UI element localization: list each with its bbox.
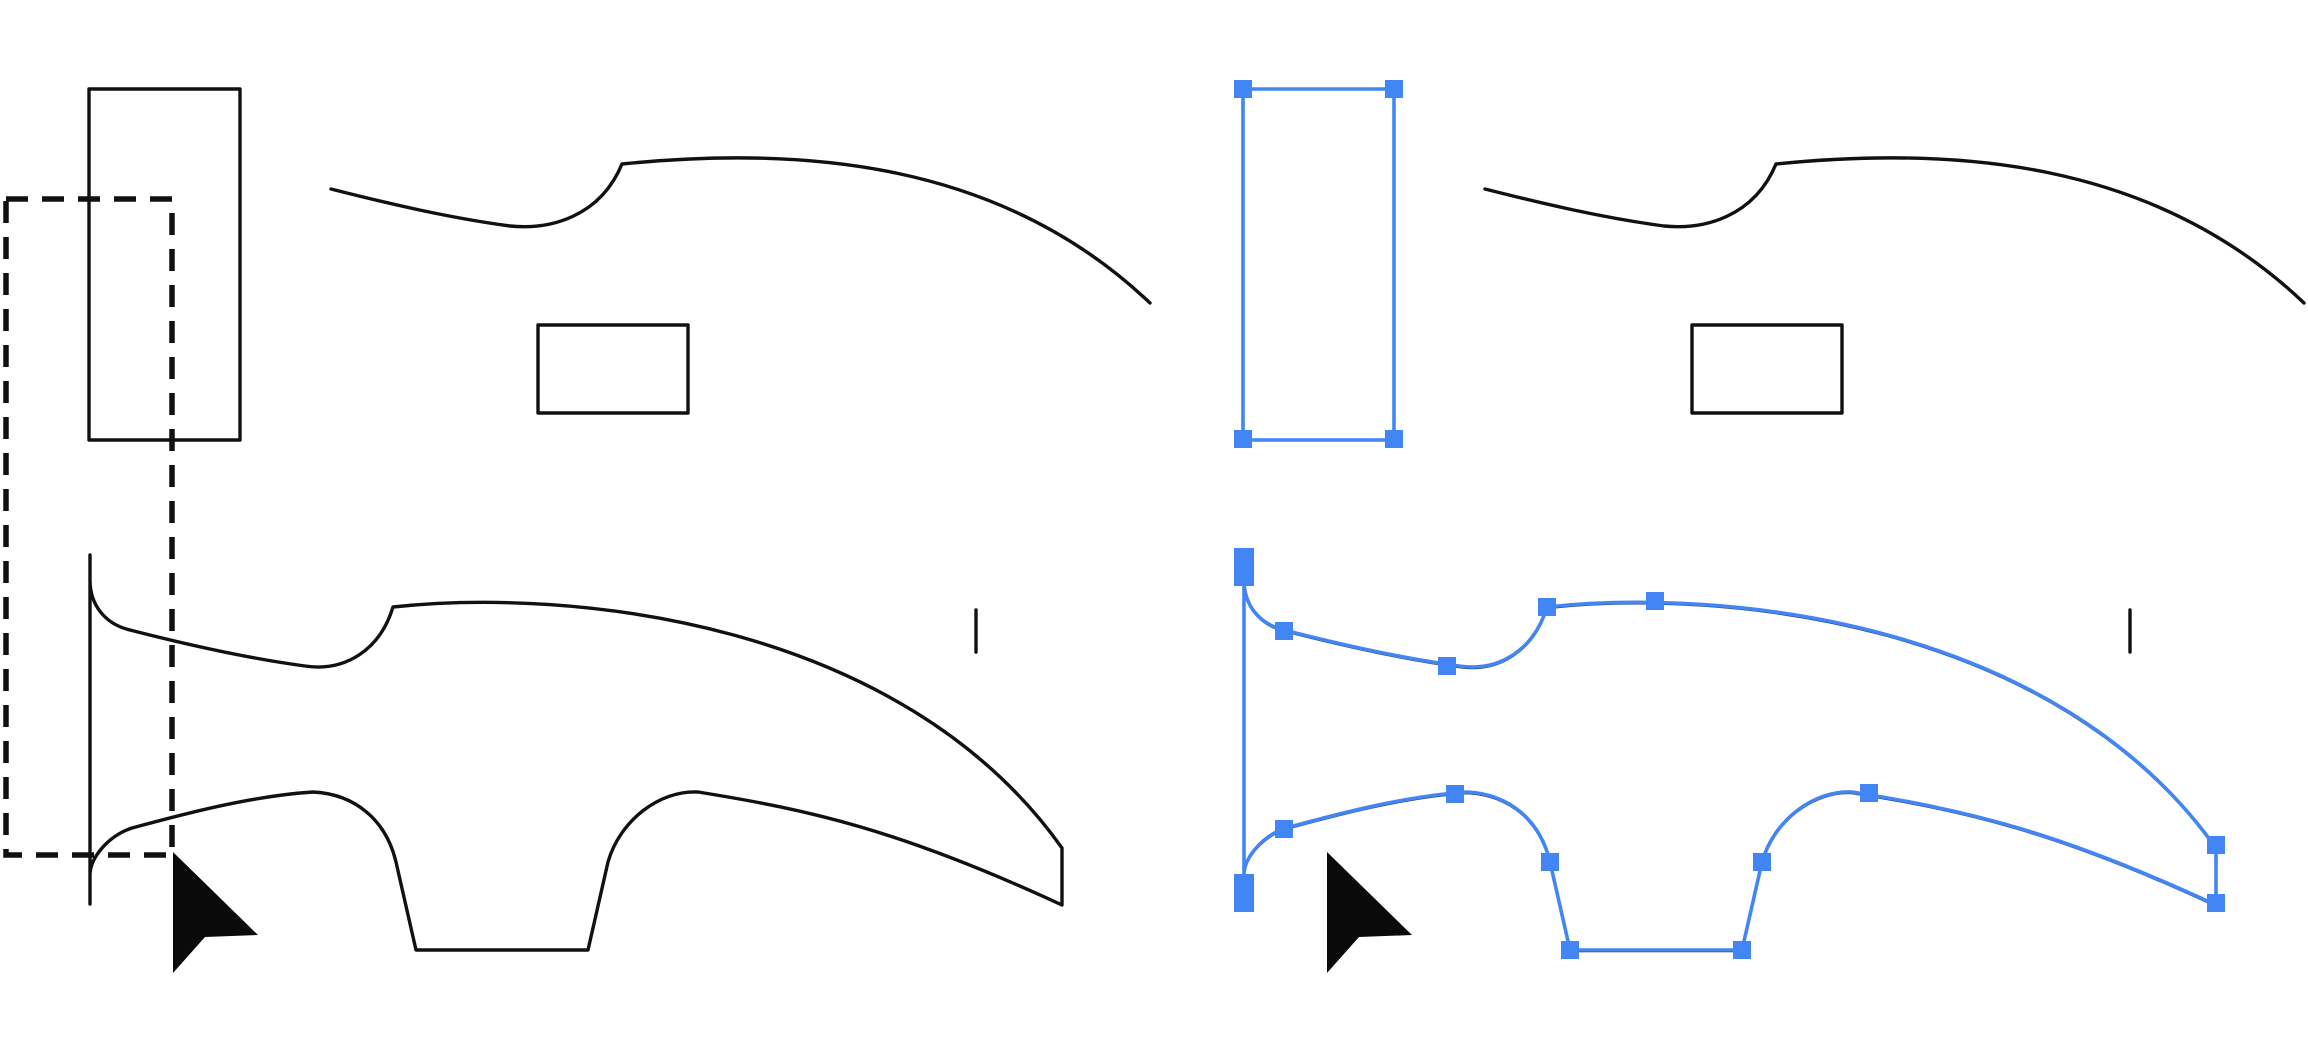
anchor-point[interactable]	[1541, 853, 1559, 871]
anchor-point[interactable]	[1275, 622, 1293, 640]
marquee-selection-box	[3, 196, 175, 858]
anchor-point[interactable]	[1860, 784, 1878, 802]
handle-rectangle-selected[interactable]	[1241, 87, 1396, 442]
anchor-point[interactable]	[1646, 592, 1664, 610]
anchor-point[interactable]	[1385, 80, 1403, 98]
anchor-point[interactable]	[1275, 820, 1293, 838]
anchor-point[interactable]	[1561, 941, 1579, 959]
anchor-point[interactable]	[2207, 836, 2225, 854]
anchor-point[interactable]	[1538, 598, 1556, 616]
handle-rectangle[interactable]	[87, 87, 242, 442]
hammer-head-path-shadow	[1243, 555, 2217, 953]
anchor-point[interactable]	[1234, 874, 1254, 912]
anchor-point[interactable]	[2207, 894, 2225, 912]
arrow-cursor-icon	[1327, 852, 1412, 973]
upper-hammer-curve[interactable]	[329, 156, 1152, 305]
anchor-point[interactable]	[1385, 430, 1403, 448]
panel-after	[1234, 80, 2306, 973]
anchor-point[interactable]	[1438, 657, 1456, 675]
anchor-point[interactable]	[1234, 80, 1252, 98]
hammer-head-shape-selected[interactable]	[1242, 553, 2218, 952]
hammer-head-shape[interactable]	[88, 553, 1064, 952]
panel-before	[3, 87, 1152, 973]
arrow-cursor-icon	[173, 852, 258, 973]
anchor-point[interactable]	[1733, 941, 1751, 959]
small-rectangle[interactable]	[536, 323, 690, 415]
anchor-point[interactable]	[1753, 853, 1771, 871]
small-rectangle[interactable]	[1690, 323, 1844, 415]
upper-hammer-curve[interactable]	[1483, 156, 2306, 305]
anchor-point[interactable]	[1234, 548, 1254, 586]
anchor-point[interactable]	[1446, 785, 1464, 803]
anchor-point[interactable]	[1234, 430, 1252, 448]
